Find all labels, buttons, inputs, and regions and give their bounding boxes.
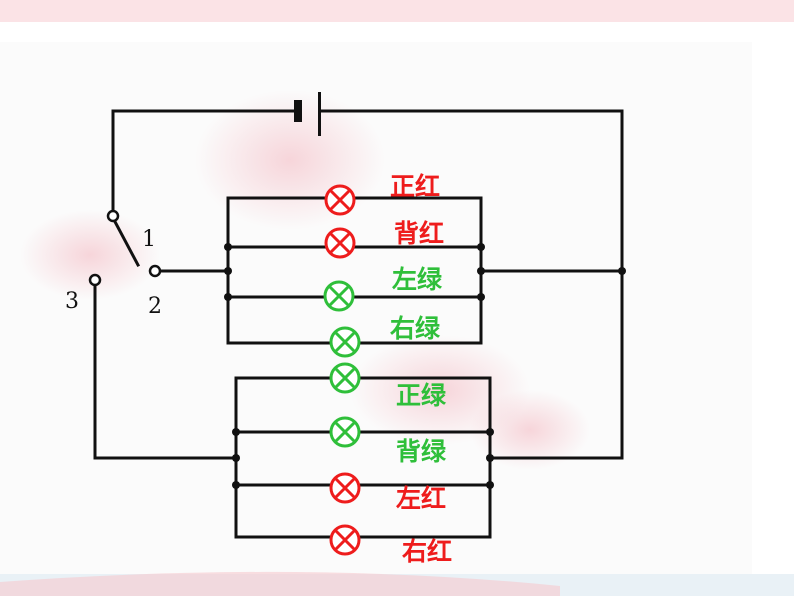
switch-terminal-3 (88, 273, 102, 287)
top-band (0, 0, 794, 22)
lamp-icon (329, 524, 361, 556)
wire-main-loop (318, 109, 624, 460)
lamp-icon (329, 362, 361, 394)
blossom-decoration (20, 210, 160, 300)
switch-blade (110, 215, 141, 268)
lamp-icon (324, 227, 356, 259)
terminal-label-2: 2 (148, 294, 162, 319)
lamp-label: 背绿 (396, 437, 447, 466)
lamp-icon (324, 184, 356, 216)
switch-terminal-1 (106, 209, 120, 223)
lamp-icon (323, 280, 355, 312)
lamp-label: 正红 (390, 172, 440, 201)
wire-terminal-3 (93, 283, 238, 460)
terminal-label-1: 1 (142, 227, 156, 252)
blossom-decoration (470, 390, 590, 470)
lamp-icon (329, 472, 361, 504)
lamp-label: 左绿 (392, 265, 443, 294)
battery-icon (294, 92, 321, 136)
terminal-label-3: 3 (65, 289, 79, 314)
lamp-icon (329, 326, 361, 358)
lamp-label: 背红 (394, 219, 444, 248)
junction-dots (224, 243, 626, 489)
lamp-label: 左红 (396, 484, 446, 513)
lamp-label: 右红 (402, 537, 452, 566)
lamp-label: 正绿 (396, 381, 447, 410)
switch-terminal-2 (148, 264, 162, 278)
lamp-label: 右绿 (390, 314, 441, 343)
lamp-icon (329, 416, 361, 448)
wire-main-loop (111, 109, 300, 214)
bottom-swoosh (0, 571, 560, 596)
